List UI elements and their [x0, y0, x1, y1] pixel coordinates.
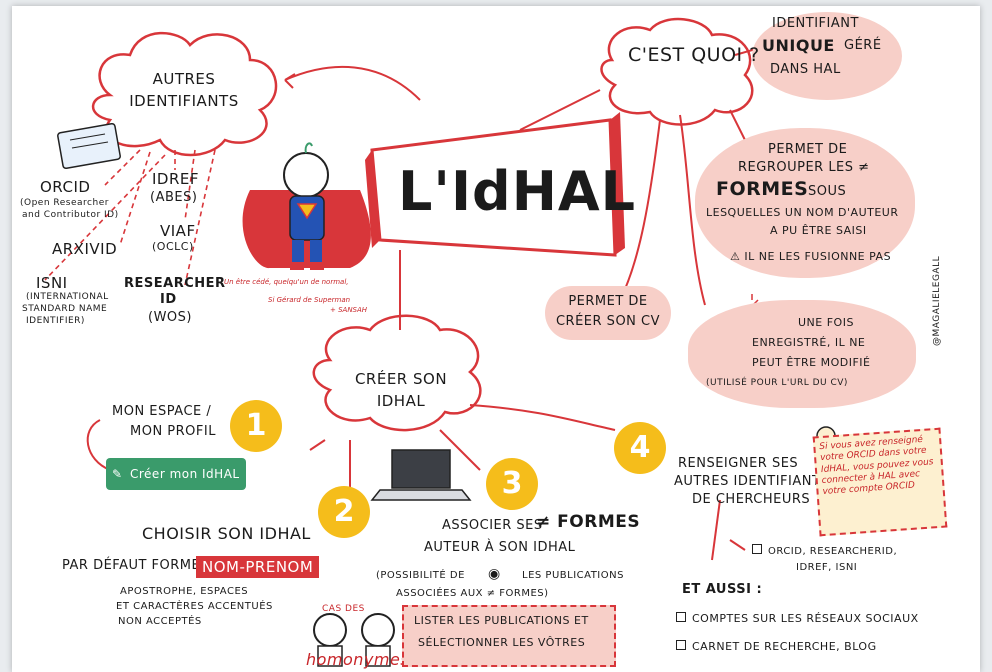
id-card-illustration — [57, 122, 121, 170]
hero-caption-3: + SANSAH — [330, 306, 368, 314]
aussi-label: Et aussi : — [682, 582, 763, 597]
pencil-icon: ✎ — [112, 467, 123, 481]
checkbox-icon — [752, 544, 762, 554]
formes-line1: Permet de — [768, 142, 848, 157]
step2-default: Par défaut forme — [62, 558, 201, 573]
step4-line3: de chercheurs — [692, 492, 811, 507]
id-idref-sub: (ABES) — [150, 190, 198, 205]
autres-label-1: Autres — [152, 70, 216, 88]
creer-label-2: IdHAL — [376, 392, 426, 410]
homonymes-faces — [313, 613, 395, 667]
checkbox-icon — [676, 612, 686, 622]
step-3-badge: 3 — [486, 458, 538, 510]
id-isni: ISNI — [36, 274, 68, 292]
step4-line1: Renseigner ses — [678, 456, 799, 471]
id-orcid: ORCID — [40, 178, 91, 196]
enreg-line2: enregistré, il ne — [752, 336, 866, 349]
hero-caption-1: Un être cédé, quelqu'un de normal, — [224, 278, 349, 286]
id-researcher: RESEARCHER — [124, 276, 226, 291]
cloud-creer — [312, 314, 482, 432]
step3-note-3: associées aux ≠ formes) — [396, 588, 549, 599]
id-viaf-sub: (OCLC) — [152, 240, 194, 253]
enreg-line1: Une fois — [798, 316, 854, 329]
step-4-badge: 4 — [614, 422, 666, 474]
author-credit: @MAGALIELEGALL — [932, 255, 942, 346]
step4-list-1: ORCID, ResearcherID, — [752, 544, 897, 558]
autres-label-2: identifiants — [129, 92, 239, 110]
id-isni-sub-3: Identifier) — [26, 316, 85, 326]
blob-cv — [545, 286, 671, 340]
step2-tag: NOM-PRENOM — [196, 556, 320, 578]
step2-note-3: non acceptés — [118, 616, 202, 627]
cloud-cestquoi — [600, 17, 754, 126]
step3-note-1: (possibilité de — [376, 570, 465, 581]
formes-line2: regrouper les ≠ — [738, 160, 870, 175]
step3-line3: auteur à son IdHAL — [424, 540, 576, 555]
aussi-item-2: Carnet de recherche, blog — [676, 640, 877, 653]
pinkbox-line1: Lister les publications et — [414, 614, 589, 627]
step-1-badge: 1 — [230, 400, 282, 452]
step3-note-2: les publications — [522, 570, 624, 581]
homonymes-label: homonymes — [306, 650, 410, 669]
title-banner — [365, 112, 625, 257]
unique-line1: Identifiant — [772, 16, 859, 31]
orcid-sticky-note: Si vous avez renseigné votre ORCID dans … — [812, 427, 948, 537]
formes-rest: sous — [808, 184, 847, 199]
unique-bold: UNIQUE — [762, 36, 835, 55]
cv-line2: créer son CV — [555, 314, 660, 329]
aussi-item-2-text: Carnet de recherche, blog — [692, 640, 877, 653]
enreg-line3: peut être modifié — [752, 356, 871, 369]
eye-icon: ◉ — [488, 566, 501, 582]
blob-unique — [752, 12, 902, 100]
step2-note-1: Apostrophe, espaces — [120, 586, 249, 597]
step1-line2: Mon profil — [130, 424, 216, 439]
enreg-line4: (utilisé pour l'URL du CV) — [706, 378, 848, 388]
superhero-figure — [242, 142, 371, 270]
id-orcid-sub-2: and Contributor ID) — [22, 210, 119, 220]
hero-caption-2: Si Gérard de Superman — [268, 296, 351, 304]
step2-title: Choisir son IdHAL — [142, 524, 311, 543]
creer-label-1: Créer son — [354, 370, 448, 388]
orcid-note-text: Si vous avez renseigné votre ORCID dans … — [819, 434, 934, 498]
formes-line5: a pu être saisi — [770, 224, 867, 237]
aussi-item-1-text: Comptes sur les réseaux sociaux — [692, 612, 919, 625]
cestquoi-label: C'est quoi ? — [628, 44, 760, 66]
step4-line2: autres identifiants — [674, 474, 830, 489]
step3-line1: Associer ses — [442, 518, 543, 533]
id-isni-sub-2: Standard Name — [22, 304, 108, 314]
step4-list-1-text: ORCID, ResearcherID, — [768, 546, 898, 557]
main-title: L'IdHAL — [398, 160, 637, 223]
id-researcher-id: ID — [160, 292, 177, 307]
cv-line1: Permet de — [568, 294, 648, 309]
create-idhal-label: Créer mon IdHAL — [130, 467, 240, 481]
laptop-illustration — [370, 449, 472, 501]
blob-enregistre — [688, 300, 916, 408]
id-isni-sub-1: (International — [26, 292, 109, 302]
id-arxivid: ARXIVID — [52, 240, 118, 258]
id-orcid-sub-1: (Open Researcher — [20, 198, 109, 208]
formes-warning: ⚠ il ne les fusionne pas — [730, 250, 892, 263]
step2-note-2: et caractères accentués — [116, 601, 273, 612]
unique-rest: géré — [844, 38, 882, 53]
step4-list-2: IdRef, ISNI — [796, 562, 858, 573]
id-researcher-sub: (WOS) — [148, 310, 192, 325]
unique-line3: dans HAL — [770, 62, 841, 77]
step3-formes: ≠ FORMES — [536, 512, 641, 532]
pinkbox-line2: sélectionner les vôtres — [418, 636, 586, 649]
id-idref: IDREF — [152, 170, 200, 188]
formes-line4: lesquelles un nom d'auteur — [706, 206, 899, 219]
publications-box — [402, 605, 616, 667]
step-2-badge: 2 — [318, 486, 370, 538]
formes-bold: FORMES — [716, 178, 809, 200]
step1-line1: Mon espace / — [112, 404, 212, 419]
homonymes-tag: Cas des — [322, 604, 365, 614]
checkbox-icon — [676, 640, 686, 650]
blob-formes — [695, 128, 915, 278]
aussi-item-1: Comptes sur les réseaux sociaux — [676, 612, 919, 625]
id-viaf: VIAF — [160, 222, 196, 240]
create-idhal-button[interactable]: ✎ Créer mon IdHAL — [106, 458, 246, 490]
